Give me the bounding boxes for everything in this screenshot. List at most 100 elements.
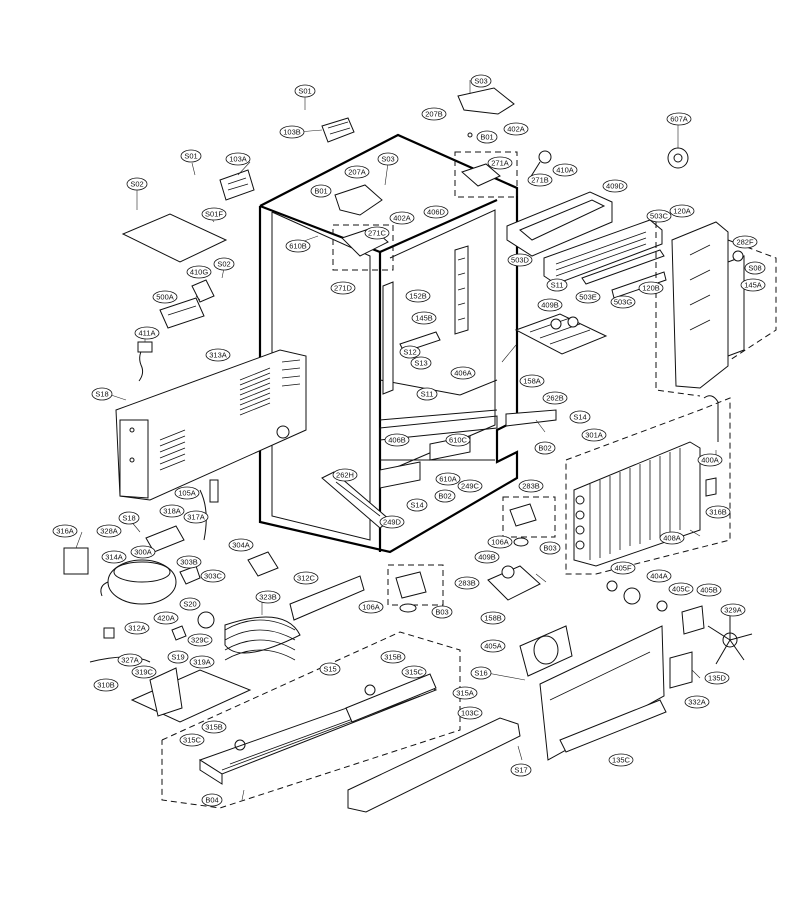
part-label: 404A — [650, 572, 668, 581]
part-label: 103B — [283, 128, 301, 137]
callout-410a: 410A — [552, 163, 578, 177]
callout-ellipse — [389, 211, 415, 225]
part-label: S18 — [122, 514, 135, 523]
callout-408a: 408A — [659, 531, 685, 545]
callout-ellipse — [666, 112, 692, 126]
callout-405f: 405F — [610, 561, 636, 575]
callout-ellipse — [696, 583, 722, 597]
part-label: 314A — [105, 553, 123, 562]
callout-ellipse — [452, 686, 478, 700]
callout-ellipse — [537, 298, 563, 312]
part-label: 312A — [128, 624, 146, 633]
part-label: B03 — [543, 544, 556, 553]
callout-ellipse — [126, 177, 148, 191]
part-label: 158B — [484, 614, 502, 623]
lower-right-parts — [347, 580, 753, 813]
callout-b02a: B02 — [534, 441, 556, 455]
part-label: 328A — [100, 527, 118, 536]
part-label: 262B — [546, 394, 564, 403]
callout-ellipse — [740, 278, 766, 292]
part-label: 315B — [205, 723, 223, 732]
callout-310b: 310B — [93, 678, 119, 692]
part-label: 271A — [491, 159, 509, 168]
callout-s14a: S14 — [569, 410, 591, 424]
callout-ellipse — [542, 391, 568, 405]
part-label: 207A — [348, 168, 366, 177]
callout-ellipse — [176, 555, 202, 569]
callout-405a: 405A — [480, 639, 506, 653]
part-label: B02 — [538, 444, 551, 453]
part-label: S19 — [171, 653, 184, 662]
callout-145a: 145A — [740, 278, 766, 292]
callout-ellipse — [416, 387, 438, 401]
callout-120b: 120B — [638, 281, 664, 295]
callout-s01f: S01F — [201, 207, 227, 221]
callout-300a: 300A — [130, 545, 156, 559]
callout-249c: 249C — [457, 479, 483, 493]
callout-ellipse — [659, 531, 685, 545]
callout-103b: 103B — [279, 125, 305, 139]
part-label: 135C — [612, 756, 631, 765]
callout-ellipse — [91, 387, 113, 401]
callout-402a_b: 402A — [389, 211, 415, 225]
part-label: 323B — [259, 593, 277, 602]
callout-315b_a: 315B — [380, 650, 406, 664]
callout-ellipse — [201, 793, 223, 807]
callout-ellipse — [52, 524, 78, 538]
part-label: 409B — [478, 553, 496, 562]
callout-ellipse — [581, 428, 607, 442]
part-label: 500A — [156, 293, 174, 302]
part-label: B03 — [435, 608, 448, 617]
callout-271b: 271B — [527, 173, 553, 187]
callout-262b: 262B — [542, 391, 568, 405]
part-label: 301A — [585, 431, 603, 440]
part-label: 315C — [183, 736, 202, 745]
callout-103a: 103A — [225, 152, 251, 166]
callout-409b_a: 409B — [537, 298, 563, 312]
callout-ellipse — [310, 184, 332, 198]
callout-303b: 303B — [176, 555, 202, 569]
callout-ellipse — [118, 511, 140, 525]
callout-ellipse — [487, 156, 513, 170]
callout-ellipse — [450, 366, 476, 380]
callout-503g: 503G — [610, 295, 636, 309]
part-label: 120B — [642, 284, 660, 293]
callout-ellipse — [602, 179, 628, 193]
callout-ellipse — [159, 504, 185, 518]
callout-ellipse — [131, 665, 157, 679]
part-label: 152B — [409, 292, 427, 301]
callout-ellipse — [503, 122, 529, 136]
callout-207b: 207B — [421, 107, 447, 121]
part-label: 503G — [614, 298, 633, 307]
part-label: 135D — [708, 674, 727, 683]
callout-262h: 262H — [332, 468, 358, 482]
callout-ellipse — [435, 472, 461, 486]
part-label: 405A — [484, 642, 502, 651]
part-label: 405B — [700, 586, 718, 595]
callout-ellipse — [384, 433, 410, 447]
callout-329a: 329A — [720, 603, 746, 617]
callout-s17: S17 — [510, 763, 532, 777]
callout-152b: 152B — [405, 289, 431, 303]
part-label: S12 — [403, 348, 416, 357]
part-label: S13 — [414, 359, 427, 368]
part-label: 610C — [449, 436, 468, 445]
part-label: S11 — [551, 281, 564, 290]
part-label: 103A — [229, 155, 247, 164]
callout-ellipse — [380, 650, 406, 664]
callout-ellipse — [410, 356, 432, 370]
part-label: 249C — [461, 482, 480, 491]
callout-ellipse — [186, 265, 212, 279]
callout-s15: S15 — [319, 662, 341, 676]
part-label: S16 — [474, 669, 487, 678]
callout-ellipse — [421, 107, 447, 121]
callout-207a: 207A — [344, 165, 370, 179]
callout-ellipse — [610, 295, 636, 309]
callout-402a_a: 402A — [503, 122, 529, 136]
callout-ellipse — [332, 468, 358, 482]
part-label: 402A — [393, 214, 411, 223]
drawer-slides — [321, 409, 557, 613]
part-label: 303B — [180, 558, 198, 567]
callout-503d: 503D — [507, 253, 533, 267]
